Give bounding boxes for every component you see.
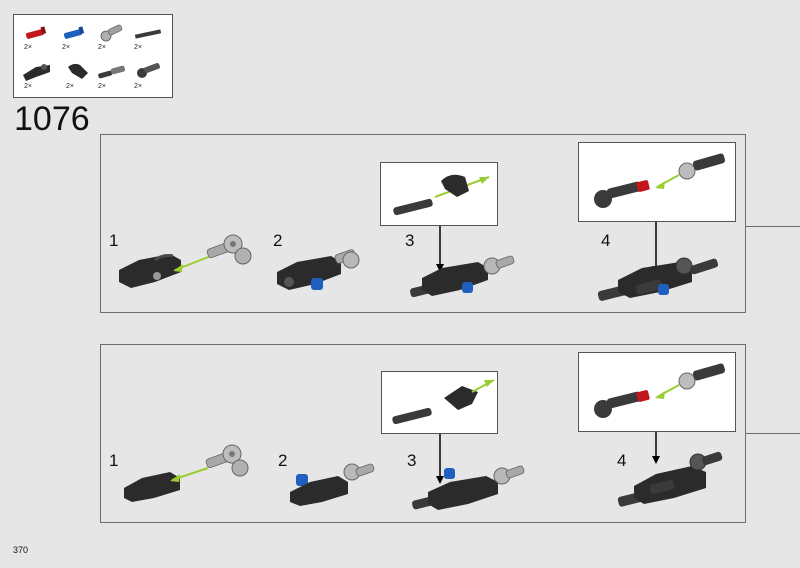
callout-box: [578, 142, 736, 222]
parts-list: 2× 2× 2× 2× 2× 2×: [13, 14, 173, 98]
subassembly-illustration: [594, 153, 726, 208]
assembly-illustration: [119, 234, 252, 288]
assembly-illustration: [617, 451, 723, 507]
callout-arrow: [436, 434, 444, 484]
part-qty: 2×: [134, 44, 142, 51]
part-item: 2×: [132, 59, 166, 90]
page-number: 370: [13, 545, 29, 555]
callout-arrow: [436, 226, 444, 272]
panel-connector-line: [746, 433, 800, 434]
panel-connector-line: [746, 226, 800, 227]
substep-number: 2: [278, 451, 288, 470]
substep-model: [596, 252, 722, 306]
part-qty: 2×: [24, 44, 32, 51]
dark-pin-connector-icon: [137, 63, 160, 78]
substep-model: [275, 242, 375, 302]
substep-model: [616, 448, 726, 512]
substep-model: [286, 458, 382, 512]
substep-model: [410, 462, 530, 514]
blue-axle-pin-icon: [63, 26, 85, 39]
substep-number: 4: [601, 231, 611, 250]
part-item: 2×: [96, 21, 130, 51]
red-pin-icon: [25, 26, 47, 39]
part-item: 2×: [64, 59, 98, 90]
callout-box: [380, 162, 498, 226]
substep-number: 2: [273, 231, 283, 250]
step-number: 1076: [14, 100, 90, 138]
substep-number: 1: [109, 451, 119, 470]
part-qty: 2×: [134, 83, 142, 90]
part-qty: 2×: [66, 83, 74, 90]
subassembly-illustration: [393, 174, 490, 216]
dark-axle-connector-icon: [98, 65, 126, 79]
substep-model: [408, 252, 518, 304]
part-item: 2×: [132, 23, 166, 53]
part-item: 2×: [22, 23, 56, 53]
part-item: 2×: [96, 59, 130, 90]
assembly-illustration: [597, 257, 719, 301]
assembly-illustration: [277, 249, 360, 290]
part-item: 2×: [60, 23, 94, 53]
substep-model: [115, 230, 265, 300]
dark-axle-icon: [134, 29, 162, 39]
assembly-illustration: [412, 465, 525, 510]
callout-box: [578, 352, 736, 432]
black-panel-icon: [23, 64, 50, 81]
part-qty: 2×: [24, 83, 32, 90]
substep-number: 3: [407, 451, 417, 470]
assembly-illustration: [410, 255, 515, 298]
assembly-illustration: [290, 463, 375, 506]
gray-connector-icon: [100, 24, 123, 42]
substep-number: 4: [617, 451, 627, 470]
substep-model: [120, 440, 270, 510]
part-qty: 2×: [98, 44, 106, 51]
substep-number: 1: [109, 231, 119, 250]
subassembly-illustration: [392, 379, 495, 425]
part-qty: 2×: [62, 44, 70, 51]
callout-box: [381, 371, 498, 434]
assembly-illustration: [124, 444, 249, 502]
part-item: 2×: [20, 59, 54, 90]
black-curved-panel-icon: [68, 63, 88, 79]
callout-arrow: [652, 432, 660, 464]
substep-number: 3: [405, 231, 415, 250]
subassembly-illustration: [594, 363, 726, 418]
part-qty: 2×: [98, 83, 106, 90]
